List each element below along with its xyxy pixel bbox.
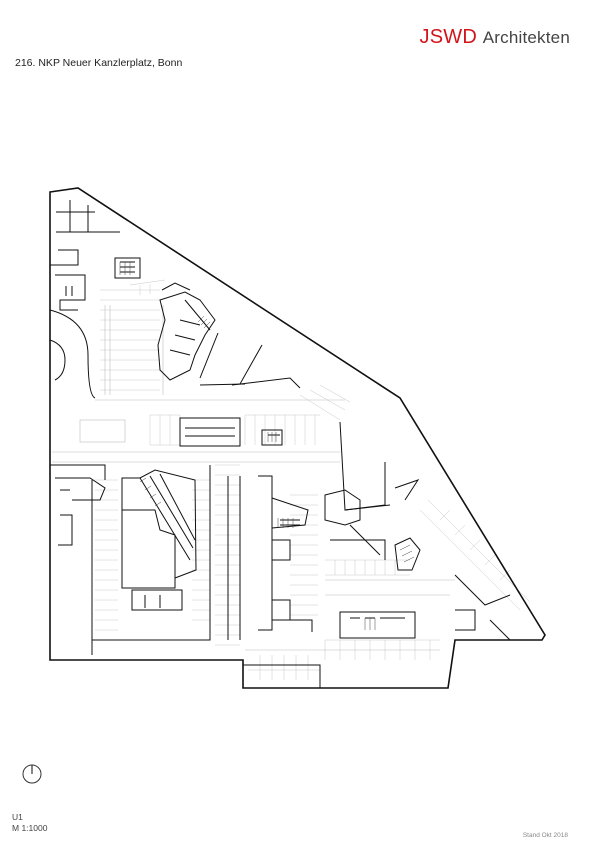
north-arrow-icon bbox=[22, 764, 42, 784]
logo-suffix: Architekten bbox=[482, 28, 570, 47]
scale-label: M 1:1000 bbox=[12, 823, 48, 833]
company-logo: JSWD Architekten bbox=[420, 26, 570, 49]
outer-walls bbox=[49, 187, 546, 689]
project-title: 216. NKP Neuer Kanzlerplatz, Bonn bbox=[15, 57, 183, 69]
drive-aisles bbox=[52, 305, 455, 651]
drawing-info: U1 M 1:1000 bbox=[12, 812, 47, 834]
stairs bbox=[119, 262, 415, 630]
date-stamp: Stand Okt 2018 bbox=[522, 832, 568, 839]
inner-walls bbox=[49, 200, 511, 688]
level-label: U1 bbox=[12, 812, 23, 822]
logo-brand: JSWD bbox=[419, 26, 477, 48]
